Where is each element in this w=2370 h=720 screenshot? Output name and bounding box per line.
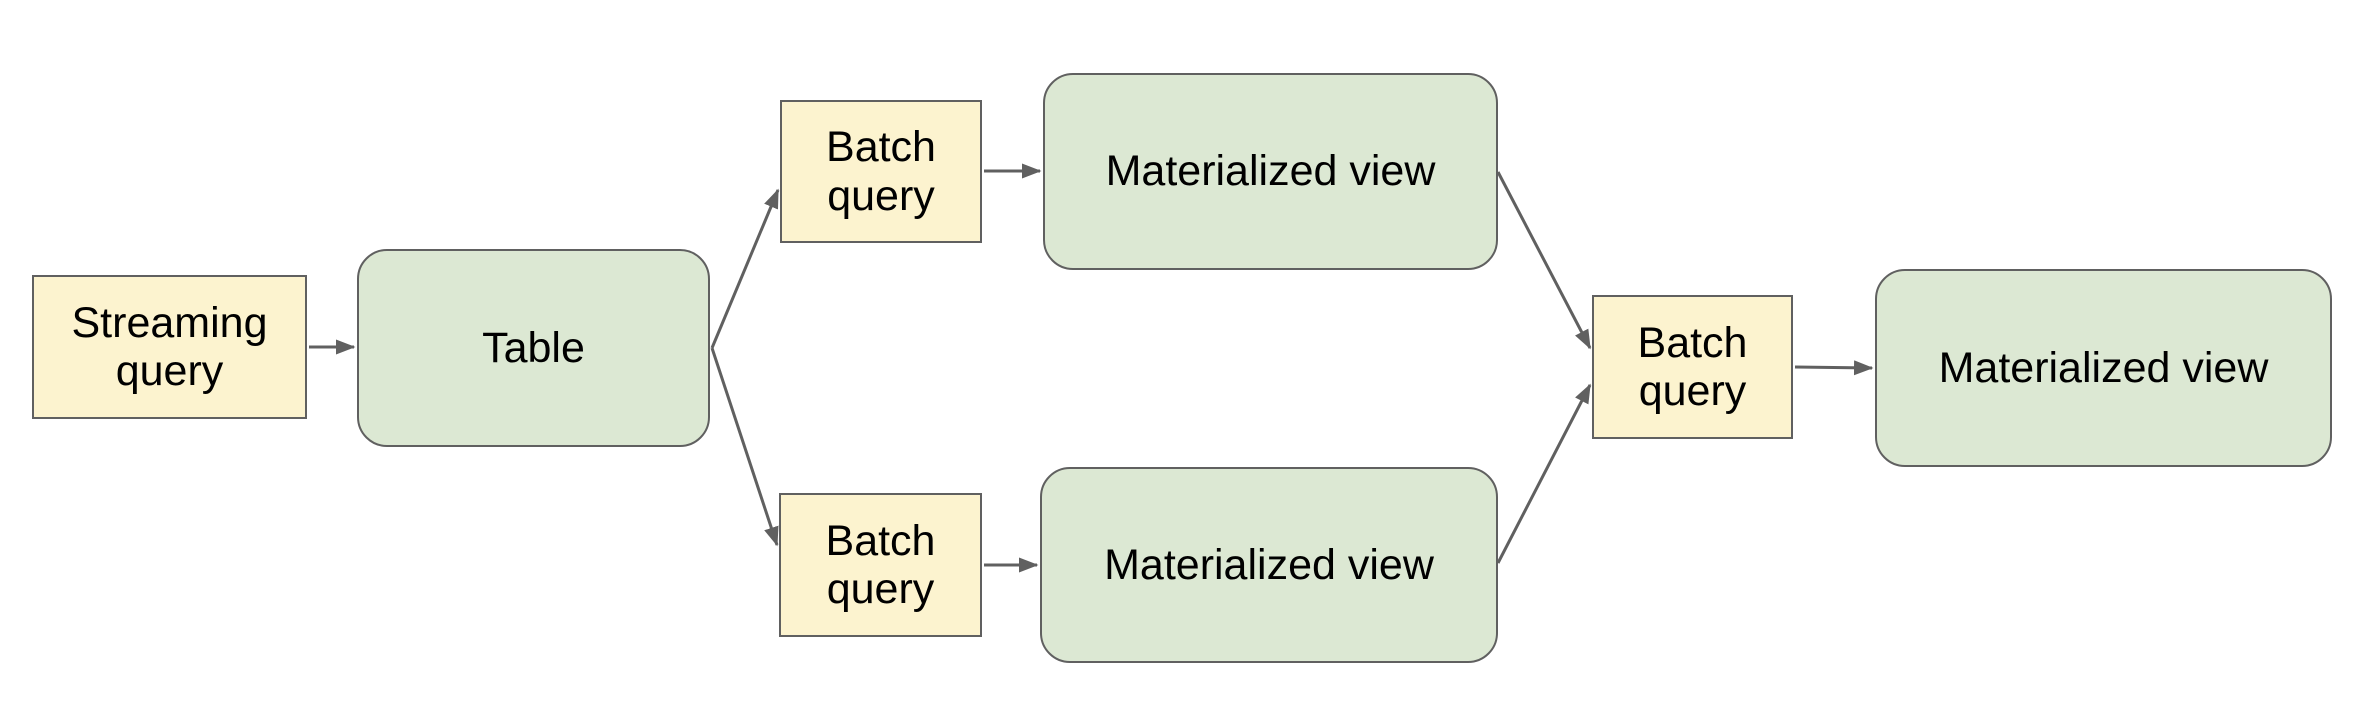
materialized-view-bottom: Materialized view [1040,467,1498,663]
edge-table-to-batch-query-top [710,188,780,349]
node-label: Batch query [1637,318,1748,415]
materialized-view-final: Materialized view [1875,269,2332,467]
node-label: Table [482,323,585,372]
node-label: Batch query [826,123,936,220]
batch-query-bottom: Batch query [779,493,982,637]
node-label: Materialized view [1938,343,2269,392]
edge-batch-query-final-to-materialized-view-final [1794,360,1874,376]
batch-query-top: Batch query [780,100,982,243]
edge-materialized-view-top-to-batch-query-final [1496,171,1592,350]
edge-table-to-batch-query-bottom [710,347,779,547]
table: Table [357,249,710,447]
node-label: Materialized view [1104,540,1434,589]
node-label: Batch query [825,516,936,613]
batch-query-final: Batch query [1592,295,1793,439]
streaming-query: Streaming query [32,275,307,419]
node-label: Materialized view [1105,147,1436,196]
materialized-view-top: Materialized view [1043,73,1498,270]
edge-materialized-view-bottom-to-batch-query-final [1496,383,1592,564]
node-label: Streaming query [71,298,268,395]
